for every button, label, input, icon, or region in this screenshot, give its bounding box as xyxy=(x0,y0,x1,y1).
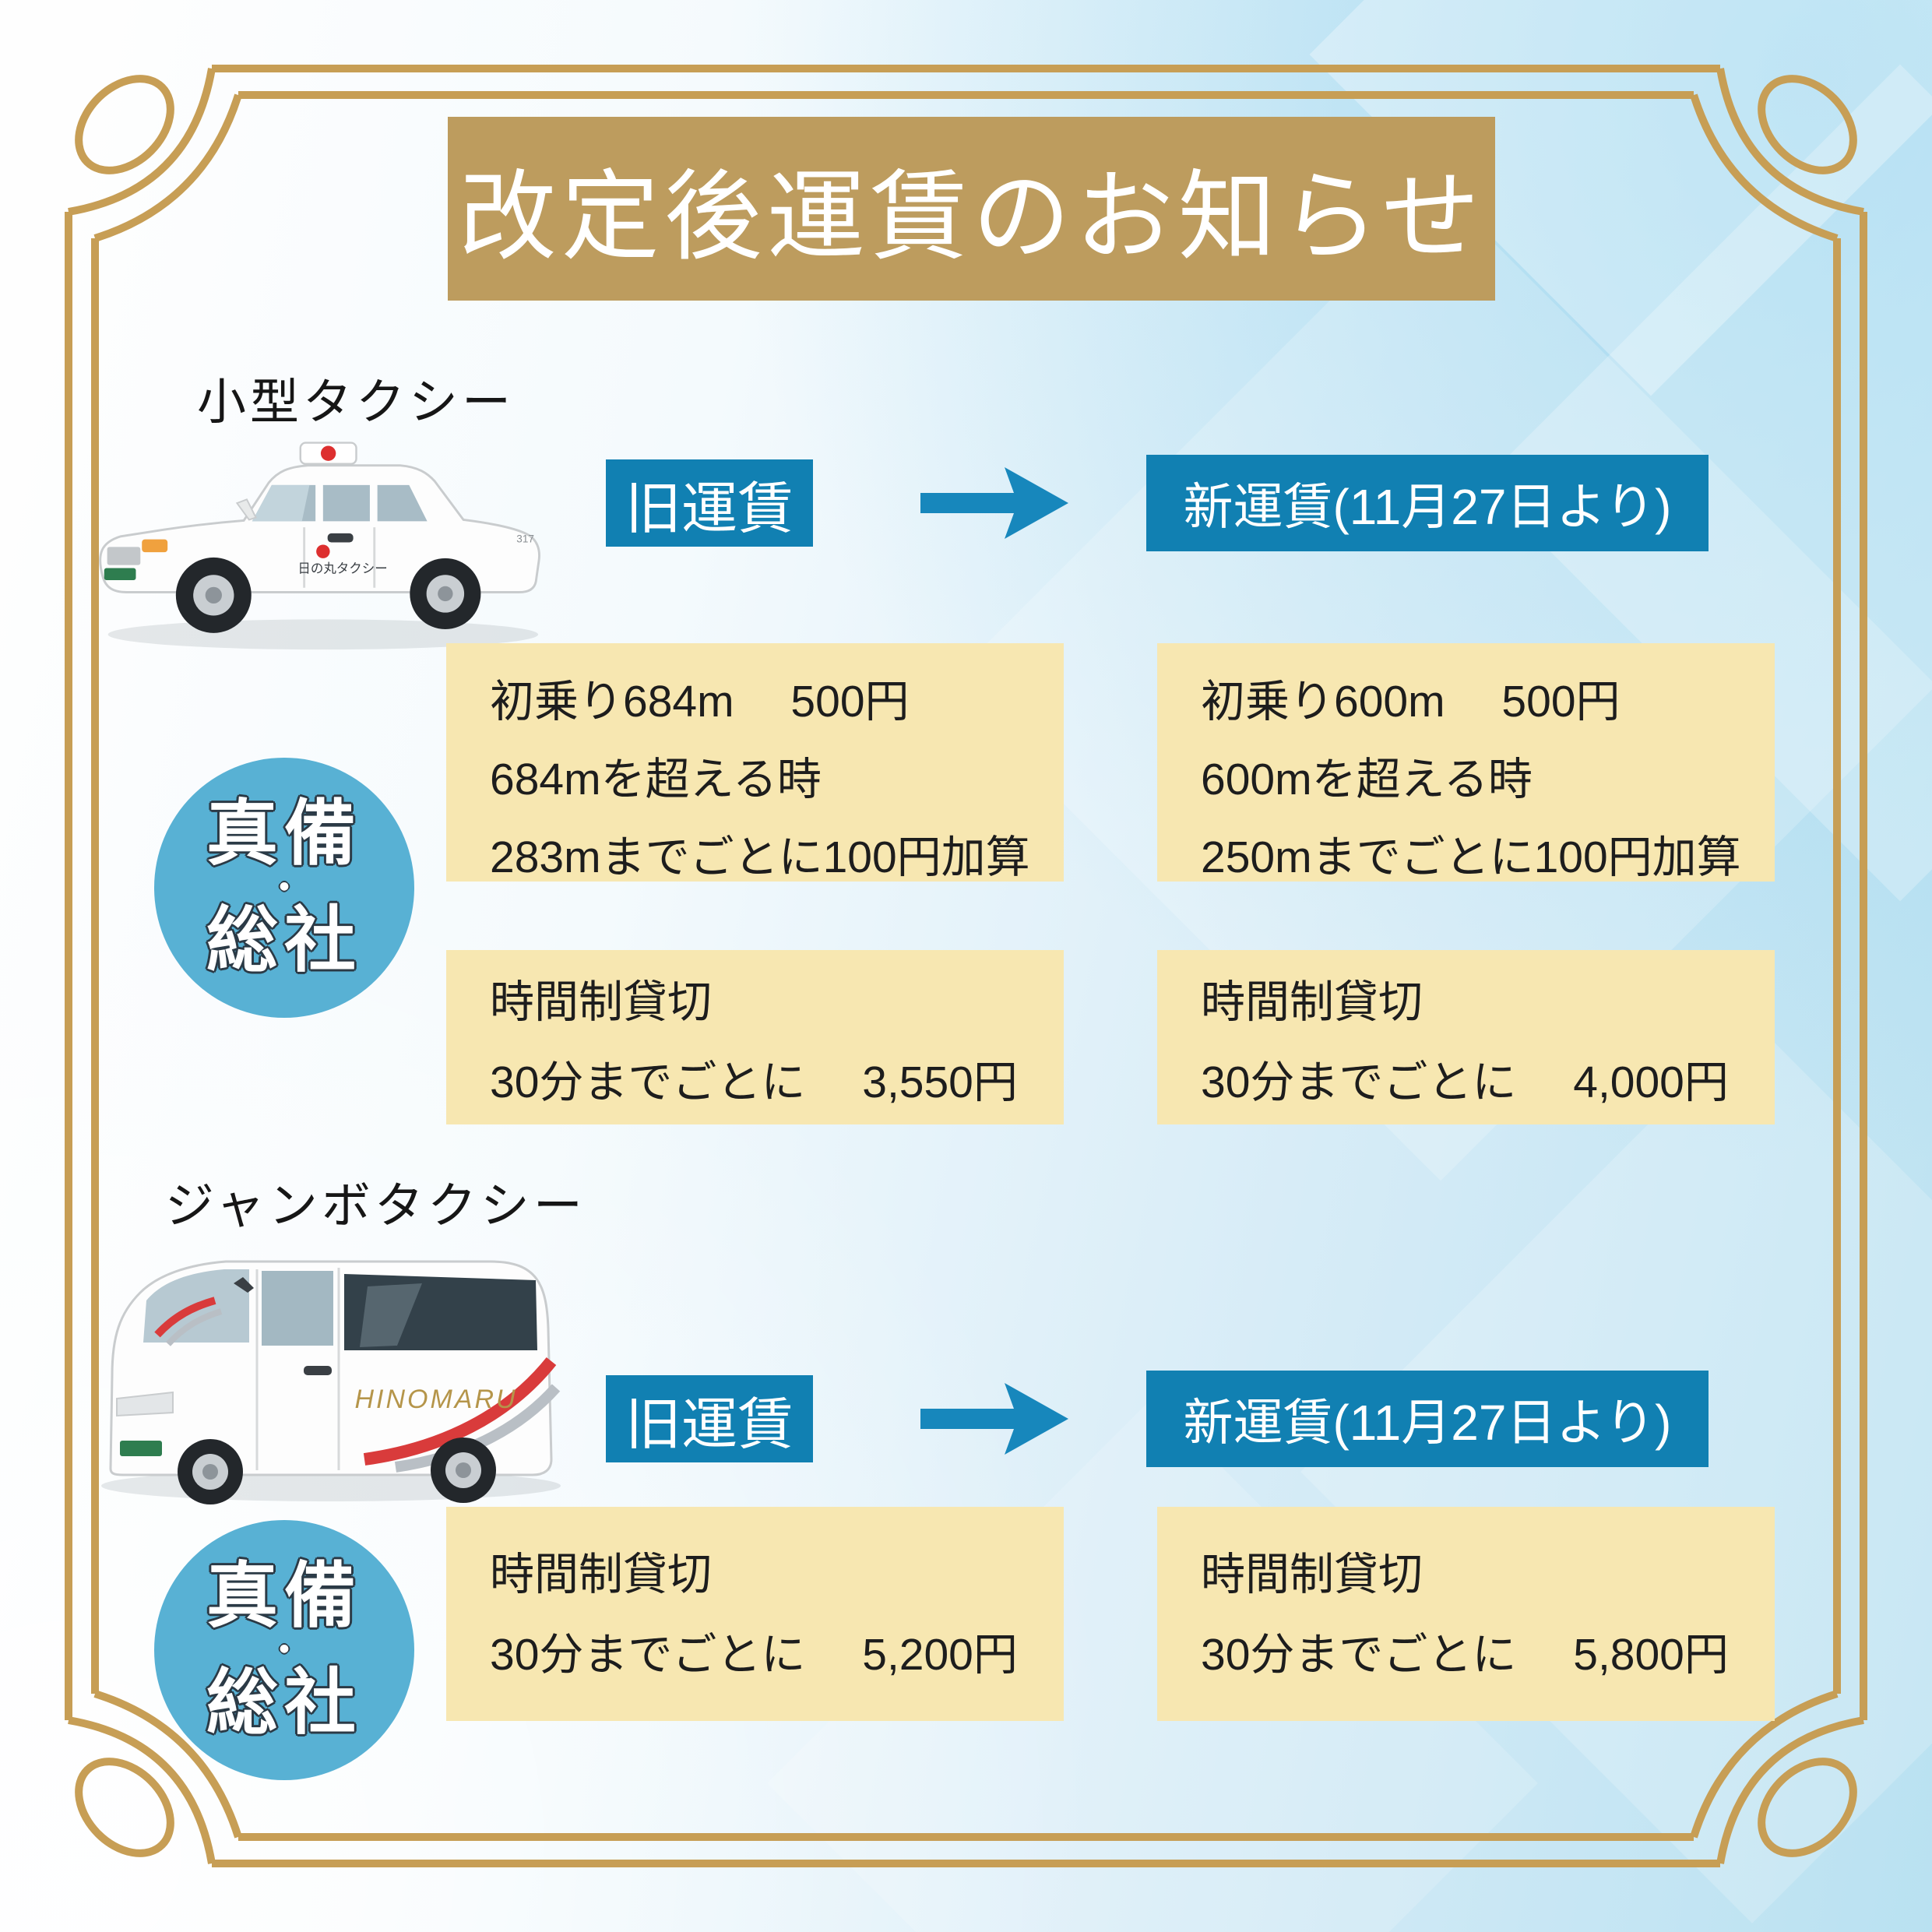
old-distance-fare-box: 初乗り684m 500円 684mを超える時 283mまでごとに100円加算 xyxy=(446,643,1064,882)
area-badge-line2: 総社 xyxy=(206,1663,362,1743)
fare-line: 時間制貸切 xyxy=(1201,1550,1423,1599)
old-fare-label: 旧運賃 xyxy=(625,477,794,540)
fare-line: 30分までごとに 5,200円 xyxy=(490,1629,1018,1680)
old-fare-label: 旧運賃 xyxy=(625,1393,794,1456)
fare-line: 283mまでごとに100円加算 xyxy=(490,832,1030,882)
area-badge-line2: 総社 xyxy=(206,900,362,980)
old-time-fare-box-jumbo-taxi: 時間制貸切 30分までごとに 5,200円 xyxy=(446,1507,1064,1721)
old-time-fare-box-small-taxi: 時間制貸切 30分までごとに 3,550円 xyxy=(446,950,1064,1124)
hinomaru-door-emblem-icon xyxy=(316,544,330,558)
van-side-decal: HINOMARU xyxy=(354,1385,517,1414)
van-license-plate xyxy=(120,1441,162,1456)
old-fare-chip-jumbo-taxi: 旧運賃 xyxy=(606,1375,813,1462)
fare-line: 250mまでごとに100円加算 xyxy=(1201,832,1741,882)
old-fare-chip-small-taxi: 旧運賃 xyxy=(606,459,813,547)
fare-line: 30分までごとに 5,800円 xyxy=(1201,1629,1729,1680)
new-distance-fare-box: 初乗り600m 500円 600mを超える時 250mまでごとに100円加算 xyxy=(1157,643,1775,882)
new-fare-chip-jumbo-taxi: 新運賃(11月27日より) xyxy=(1146,1371,1709,1467)
area-badge-dot: ・ xyxy=(267,868,301,907)
fare-line: 30分までごとに 3,550円 xyxy=(490,1057,1018,1107)
new-fare-label: 新運賃(11月27日より) xyxy=(1183,479,1672,535)
vehicle-label-jumbo-taxi: ジャンボタクシー xyxy=(165,1179,586,1233)
fare-line: 684mを超える時 xyxy=(490,754,822,804)
right-arrow-icon xyxy=(920,1383,1068,1455)
fare-line: 時間制貸切 xyxy=(490,1550,712,1599)
area-badge-jumbo-taxi: 真備 ・ 総社 xyxy=(154,1520,414,1780)
taxi-car-number: 317 xyxy=(516,533,534,545)
fare-line: 時間制貸切 xyxy=(1201,977,1423,1027)
taxi-door-decal: 日の丸タクシー xyxy=(297,561,387,575)
new-time-fare-box-small-taxi: 時間制貸切 30分までごとに 4,000円 xyxy=(1157,950,1775,1124)
new-fare-chip-small-taxi: 新運賃(11月27日より) xyxy=(1146,455,1709,551)
taxi-license-plate xyxy=(104,568,136,580)
title-banner: 改定後運賃のお知らせ xyxy=(448,117,1495,301)
area-badge-line1: 真備 xyxy=(206,1557,362,1637)
right-arrow-icon xyxy=(920,467,1068,539)
jumbo-taxi-image: HINOMARU xyxy=(101,1260,561,1504)
area-badge-small-taxi: 真備 ・ 総社 xyxy=(154,758,414,1018)
vehicle-label-small-taxi: 小型タクシー xyxy=(197,375,515,430)
fare-line: 初乗り600m 500円 xyxy=(1201,677,1621,727)
new-fare-label: 新運賃(11月27日より) xyxy=(1183,1395,1672,1451)
taxi-blinker xyxy=(142,539,168,553)
area-badge-dot: ・ xyxy=(267,1631,301,1670)
hinomaru-red-circle-icon xyxy=(320,445,336,461)
small-taxi-image: 日の丸タクシー 317 xyxy=(99,442,540,650)
fare-line: 時間制貸切 xyxy=(490,977,712,1027)
new-time-fare-box-jumbo-taxi: 時間制貸切 30分までごとに 5,800円 xyxy=(1157,1507,1775,1721)
fare-line: 600mを超える時 xyxy=(1201,754,1533,804)
fare-line: 30分までごとに 4,000円 xyxy=(1201,1057,1729,1107)
page-title: 改定後運賃のお知らせ xyxy=(458,162,1485,272)
area-badge-line1: 真備 xyxy=(206,794,362,875)
fare-line: 初乗り684m 500円 xyxy=(490,677,910,727)
